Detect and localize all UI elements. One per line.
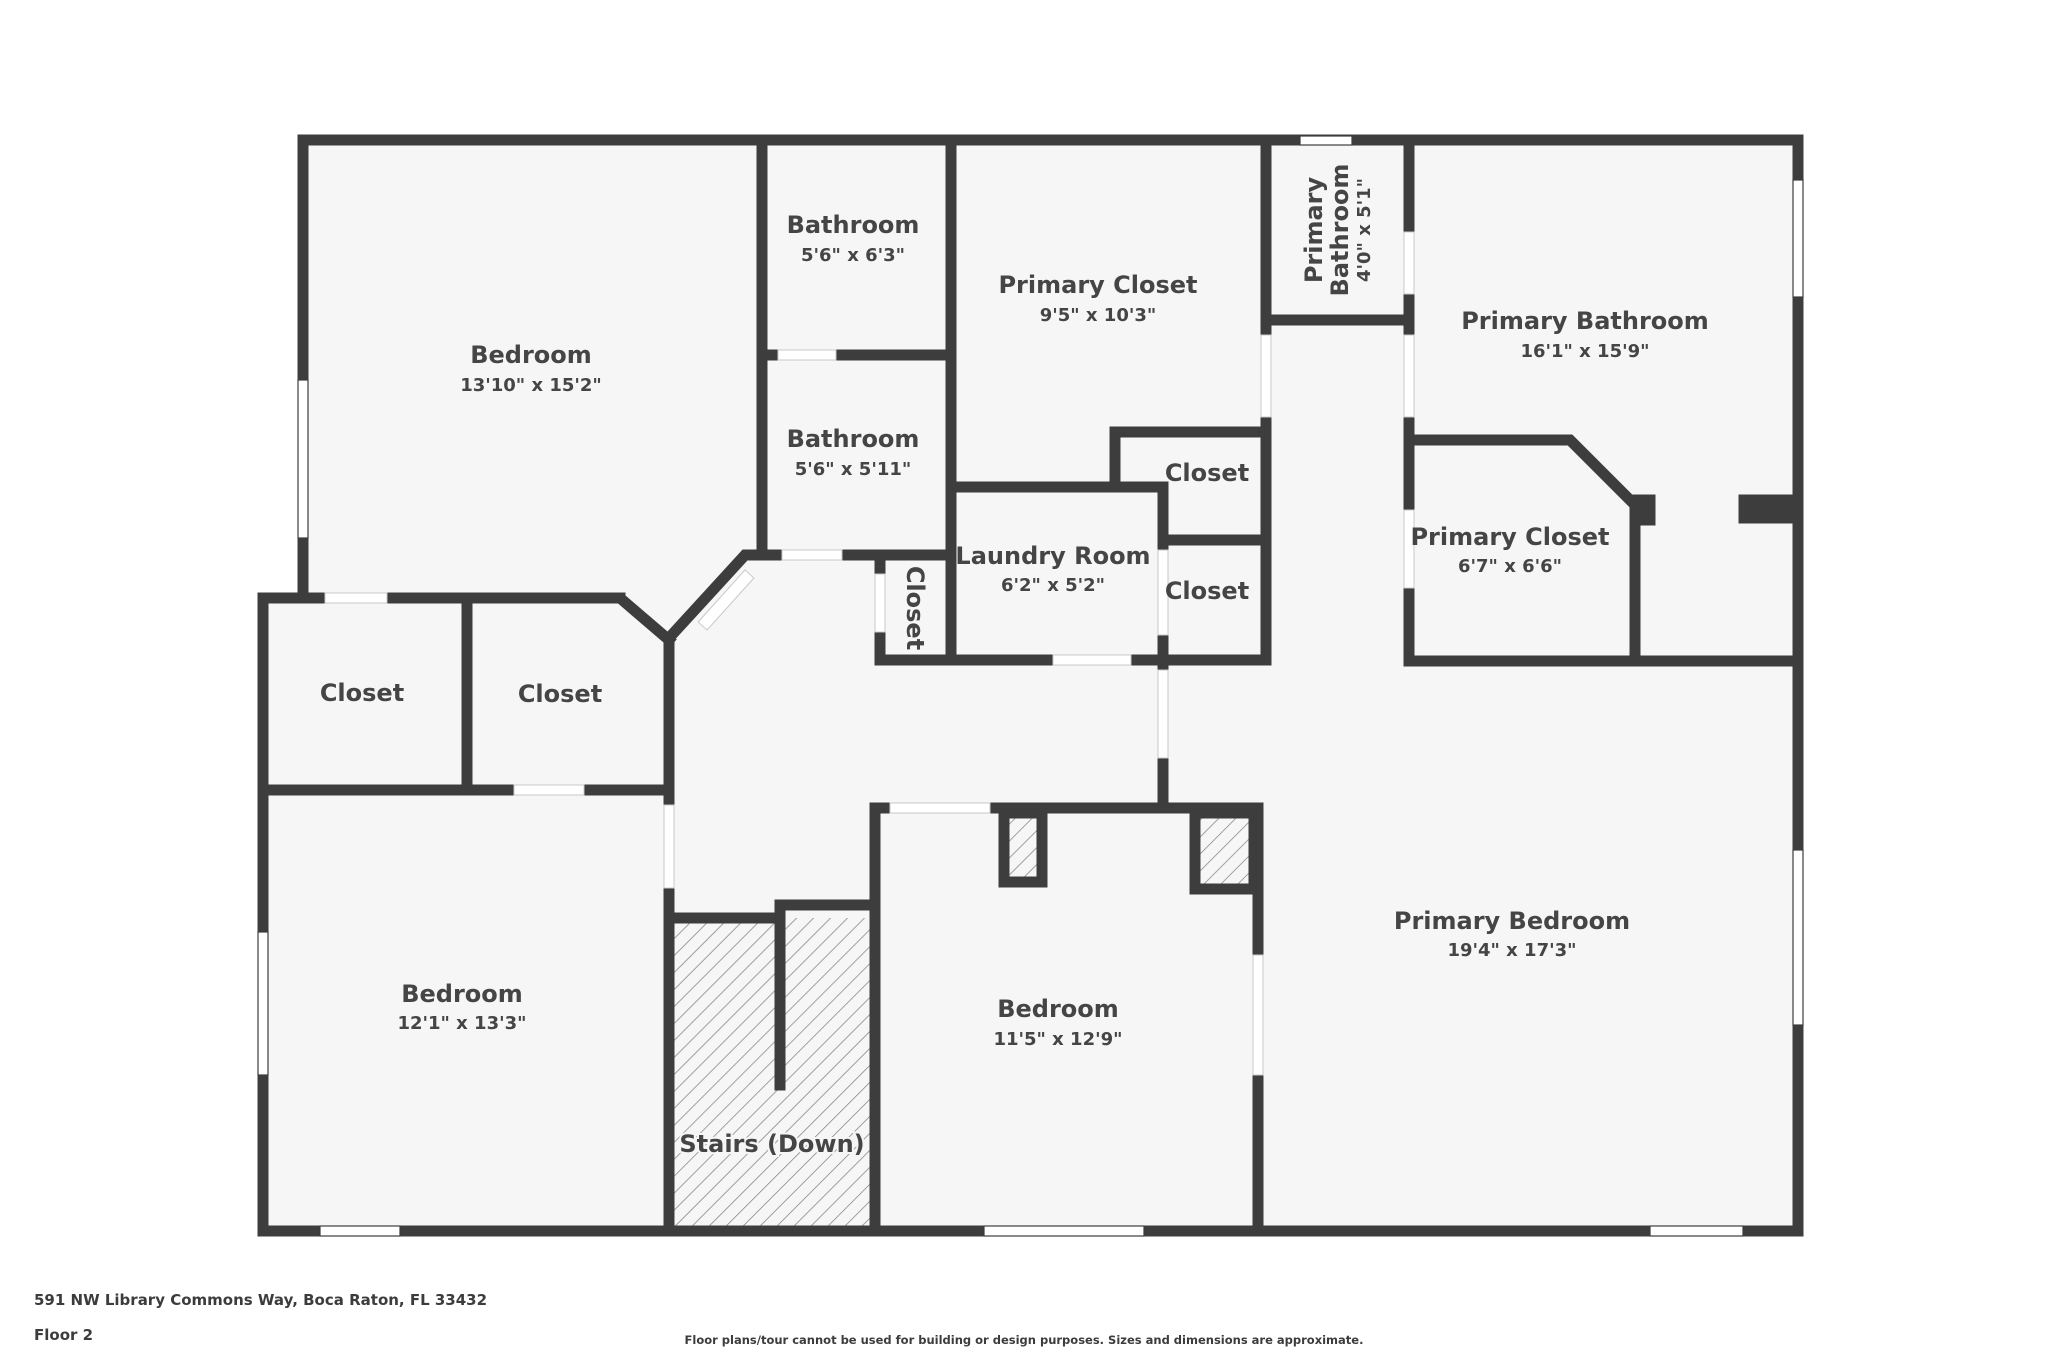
door-bath1	[777, 349, 837, 361]
room-name-bedroom-lower-left: Bedroom	[401, 980, 523, 1008]
walls	[257, 134, 1804, 1237]
door-closet-upper-mid	[1260, 334, 1272, 418]
window-primary-bedroom-right	[1792, 849, 1804, 1026]
door-hall-diagonal	[697, 569, 755, 631]
windows	[257, 135, 1804, 1237]
door-bath2	[781, 549, 843, 561]
floor-area	[263, 140, 1798, 1231]
room-name-primary-bathroom-small-2: Bathroom	[1326, 164, 1354, 297]
door-hall-primary	[1157, 669, 1169, 759]
property-address: 591 NW Library Commons Way, Boca Raton, …	[34, 1291, 488, 1309]
chimney-chase-left	[1008, 815, 1038, 878]
window-upper-left-bedroom	[297, 379, 309, 539]
room-dim-bathroom-1: 5'6" x 6'3"	[801, 245, 905, 266]
room-name-bedroom-lower-mid: Bedroom	[997, 995, 1119, 1023]
room-dim-primary-closet-1: 9'5" x 10'3"	[1040, 305, 1157, 326]
room-name-primary-closet-1: Primary Closet	[998, 271, 1197, 299]
room-name-closet-left-2: Closet	[518, 680, 602, 708]
door-primary-closet-2	[1403, 509, 1415, 589]
room-dim-primary-bedroom: 19'4" x 17'3"	[1447, 940, 1576, 961]
room-dim-primary-closet-2: 6'7" x 6'6"	[1458, 556, 1562, 577]
room-name-primary-bathroom: Primary Bathroom	[1461, 307, 1709, 335]
room-name-bathroom-2: Bathroom	[787, 425, 920, 453]
floor-label: Floor 2	[34, 1326, 94, 1344]
door-primary-bath	[1403, 334, 1415, 418]
room-dim-bathroom-2: 5'6" x 5'11"	[795, 459, 912, 480]
window-top-primary-bath-small	[1299, 135, 1353, 146]
room-name-stairs: Stairs (Down)	[679, 1130, 864, 1158]
door-closet-left	[513, 784, 585, 796]
room-name-closet-upper-mid: Closet	[1165, 459, 1249, 487]
room-name-primary-bathroom-small-1: Primary	[1300, 176, 1328, 283]
room-name-closet-lower-mid: Closet	[1165, 577, 1249, 605]
room-dim-bedroom-upper-left: 13'10" x 15'2"	[460, 375, 602, 396]
room-dim-primary-bathroom-small: 4'0" x 5'1"	[1354, 178, 1375, 282]
room-dim-laundry-room: 6'2" x 5'2"	[1001, 575, 1105, 596]
room-dim-bedroom-lower-left: 12'1" x 13'3"	[397, 1013, 526, 1034]
hatched-areas	[669, 815, 1251, 1229]
door-closet-vertical	[874, 573, 886, 633]
room-dim-bedroom-lower-mid: 11'5" x 12'9"	[993, 1029, 1122, 1050]
chimney-chase-right	[1199, 815, 1251, 885]
room-name-bathroom-1: Bathroom	[787, 211, 920, 239]
window-primary-bath-right	[1792, 179, 1804, 298]
door-bedroom-lower-left	[663, 804, 675, 889]
door-bedroom-lower-mid-right	[1252, 954, 1264, 1076]
door-laundry	[1052, 654, 1132, 666]
room-name-primary-bedroom: Primary Bedroom	[1394, 907, 1630, 935]
door-laundry-side	[1157, 549, 1169, 636]
window-lower-left-bedroom-side	[257, 931, 269, 1076]
stairs-area	[669, 918, 873, 1229]
window-primary-bedroom-bottom	[1649, 1225, 1744, 1237]
window-lower-mid-bedroom-bottom	[983, 1225, 1145, 1237]
room-name-closet-vertical: Closet	[901, 566, 929, 650]
door-bedroom-upper	[324, 592, 388, 604]
disclaimer: Floor plans/tour cannot be used for buil…	[684, 1333, 1364, 1347]
room-dim-primary-bathroom: 16'1" x 15'9"	[1520, 341, 1649, 362]
door-bedroom-lower-mid-top	[889, 802, 991, 814]
door-openings	[324, 231, 1415, 1076]
room-name-primary-closet-2: Primary Closet	[1410, 523, 1609, 551]
room-name-bedroom-upper-left: Bedroom	[470, 341, 592, 369]
door-primary-bath-small	[1403, 231, 1415, 295]
room-labels: Bedroom 13'10" x 15'2" Bathroom 5'6" x 6…	[320, 164, 1709, 1160]
room-name-closet-left-1: Closet	[320, 679, 404, 707]
room-name-laundry-room: Laundry Room	[955, 542, 1150, 570]
window-lower-left-bedroom-bottom	[319, 1225, 401, 1237]
